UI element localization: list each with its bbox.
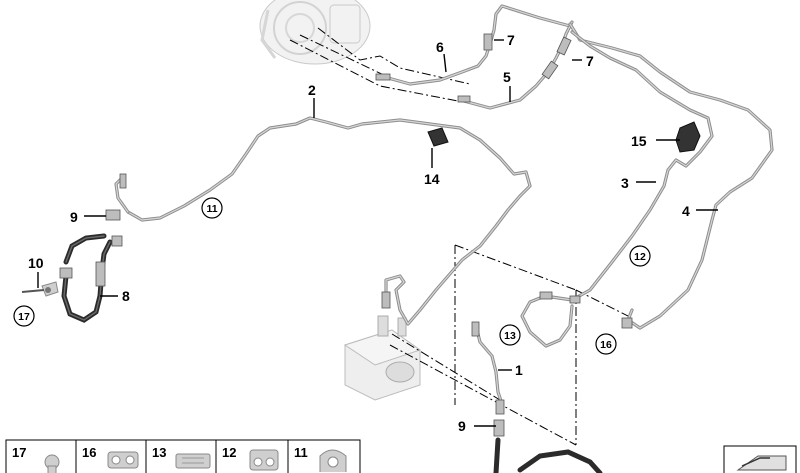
callout-13-circle — [499, 324, 521, 346]
callout-15: 15 — [631, 133, 647, 149]
callout-7a: 7 — [507, 32, 515, 48]
brake-hose-front — [493, 437, 603, 473]
callout-3: 3 — [621, 175, 629, 191]
hose-bracket-10 — [21, 281, 59, 297]
direction-arrow-icon — [723, 445, 797, 473]
pipe-holder-icon — [175, 453, 211, 469]
callout-1: 1 — [515, 362, 523, 378]
clamp-icon — [319, 449, 347, 472]
callout-7b: 7 — [586, 53, 594, 69]
parts-strip-label-1: 16 — [82, 445, 96, 460]
pipe-holder-15 — [675, 121, 701, 153]
callout-12-circle — [629, 245, 651, 267]
callout-11-circle — [201, 197, 223, 219]
callout-6: 6 — [436, 39, 444, 55]
callout-17-circle — [13, 305, 35, 327]
brake-pipe-4 — [568, 22, 774, 330]
pipe-clip-icon — [107, 451, 139, 469]
pipe-fittings — [59, 33, 633, 437]
callout-11: 11 — [206, 203, 217, 215]
pipe-holder-14 — [427, 127, 449, 147]
callout-leaders — [37, 39, 718, 427]
parts-strip-label-2: 13 — [152, 445, 166, 460]
callout-10: 10 — [28, 255, 44, 271]
callout-9b: 9 — [458, 418, 466, 434]
brake-pipe-3 — [543, 30, 714, 302]
callout-12: 12 — [634, 251, 646, 263]
parts-strip-label-4: 11 — [294, 445, 308, 460]
bolt-icon — [44, 454, 60, 473]
callout-9a: 9 — [70, 209, 78, 225]
brake-pipe-1 — [474, 324, 504, 406]
mounting-reference-lines — [289, 27, 633, 446]
parts-strip: 17 16 13 12 11 — [5, 439, 361, 473]
parts-strip-label-0: 17 — [12, 445, 26, 460]
hydraulic-unit-illustration — [343, 315, 422, 401]
parts-strip-label-3: 12 — [222, 445, 236, 460]
callout-13: 13 — [504, 330, 516, 342]
callout-4: 4 — [682, 203, 690, 219]
pipe-clip-icon-2 — [249, 449, 279, 471]
callout-8: 8 — [122, 288, 130, 304]
brake-booster-illustration — [259, 0, 371, 65]
callout-2: 2 — [308, 82, 316, 98]
callout-labels: 2 6 7 7 5 15 14 3 4 9 10 8 1 9 11 12 13 … — [13, 32, 690, 434]
callout-14: 14 — [424, 171, 440, 187]
brake-pipe-6 — [386, 4, 572, 86]
callout-16-circle — [595, 333, 617, 355]
callout-16: 16 — [600, 339, 612, 351]
brake-pipe-2 — [114, 116, 532, 326]
callout-5: 5 — [503, 69, 511, 85]
callout-17: 17 — [18, 311, 30, 323]
brake-pipe-loop — [520, 294, 574, 348]
brake-hose-8 — [61, 233, 113, 323]
